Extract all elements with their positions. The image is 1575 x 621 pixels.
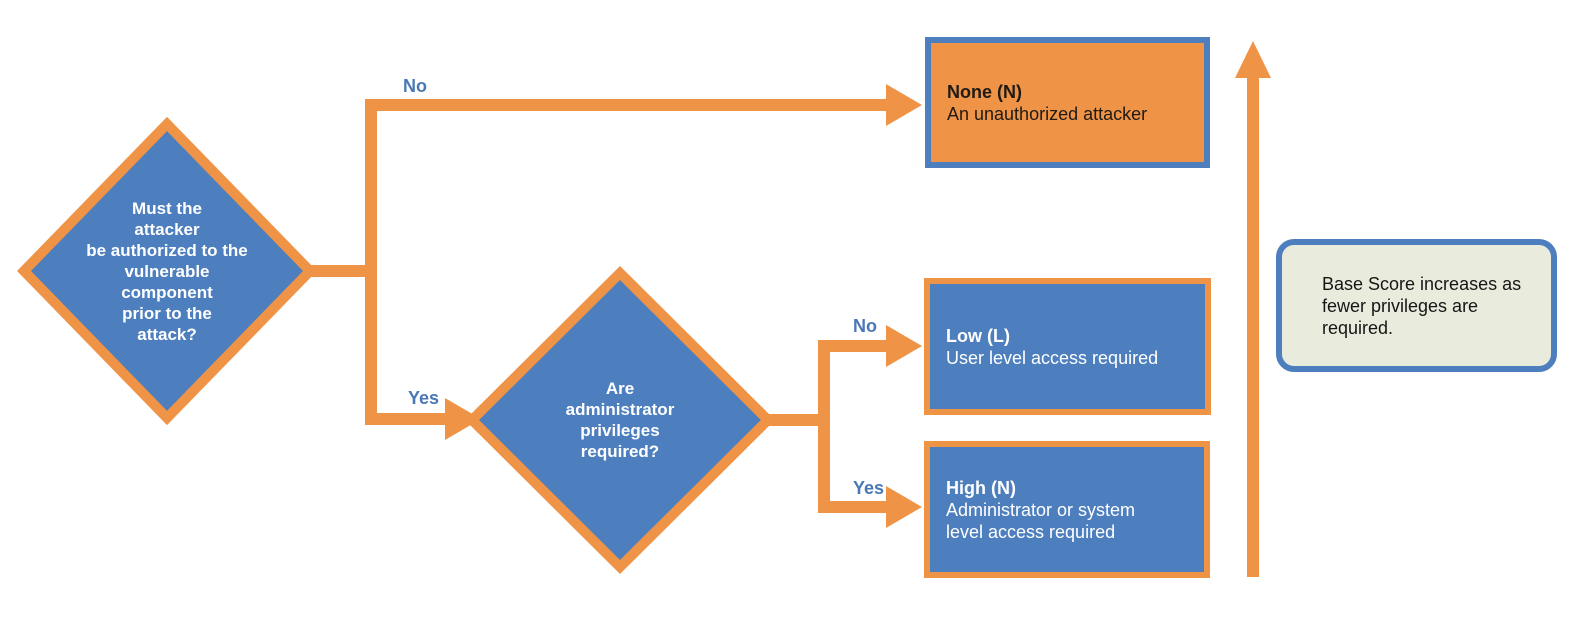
edge-label-no-2: No bbox=[853, 316, 877, 336]
decision-2-diamond bbox=[464, 265, 776, 575]
decision-1-branch-connector bbox=[365, 99, 886, 425]
outcome-low-box: Low (L) User level access required bbox=[924, 278, 1211, 415]
decision-1-diamond bbox=[17, 116, 317, 426]
arrowhead-to-high-box bbox=[886, 486, 922, 528]
arrowhead-to-none-box bbox=[886, 84, 922, 126]
outcome-none-title: None (N) bbox=[947, 81, 1022, 102]
edge-label-yes-2: Yes bbox=[853, 478, 885, 498]
score-direction-arrow-head bbox=[1235, 41, 1271, 78]
outcome-low-title: Low (L) bbox=[946, 325, 1010, 346]
base-score-note-box: Base Score increases as fewer privileges… bbox=[1276, 239, 1557, 372]
outcome-high-box: High (N) Administrator or system level a… bbox=[924, 441, 1210, 578]
decision-2-question: Are administrator privileges required? bbox=[565, 379, 675, 461]
decision-2-branch-connector bbox=[818, 340, 886, 513]
base-score-note-text: Base Score increases as fewer privileges… bbox=[1322, 273, 1522, 338]
edge-label-no-1: No bbox=[403, 76, 427, 96]
outcome-none-description: An unauthorized attacker bbox=[947, 103, 1148, 124]
outcome-high-description: Administrator or system level access req… bbox=[946, 499, 1136, 542]
arrowhead-to-low-box bbox=[886, 325, 922, 367]
edge-label-yes-1: Yes bbox=[408, 388, 440, 408]
decision-1-question: Must the attacker be authorized to the v… bbox=[86, 198, 248, 344]
arrowhead-to-decision-2 bbox=[445, 398, 481, 440]
outcome-high-title: High (N) bbox=[946, 477, 1016, 498]
outcome-none-box: None (N) An unauthorized attacker bbox=[925, 37, 1210, 168]
outcome-low-description: User level access required bbox=[946, 347, 1159, 368]
